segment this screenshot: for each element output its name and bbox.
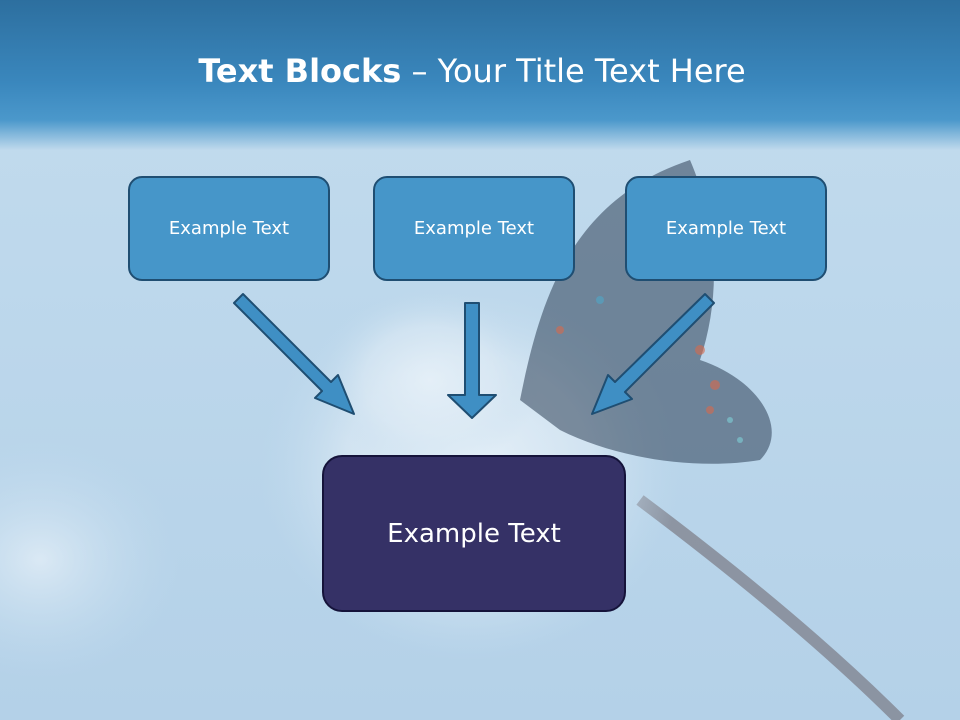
main-text-block[interactable]: Example Text [322, 455, 626, 612]
arrow-down-icon [447, 302, 497, 419]
arrow-right-icon [591, 293, 715, 415]
slide-title: Text Blocks – Your Title Text Here [0, 52, 944, 90]
title-bar [0, 0, 960, 150]
title-rest: – Your Title Text Here [401, 52, 746, 90]
arrow-left-icon [233, 293, 355, 415]
text-block-3[interactable]: Example Text [625, 176, 827, 281]
text-block-1[interactable]: Example Text [128, 176, 330, 281]
text-block-2[interactable]: Example Text [373, 176, 575, 281]
title-bold: Text Blocks [198, 52, 402, 90]
